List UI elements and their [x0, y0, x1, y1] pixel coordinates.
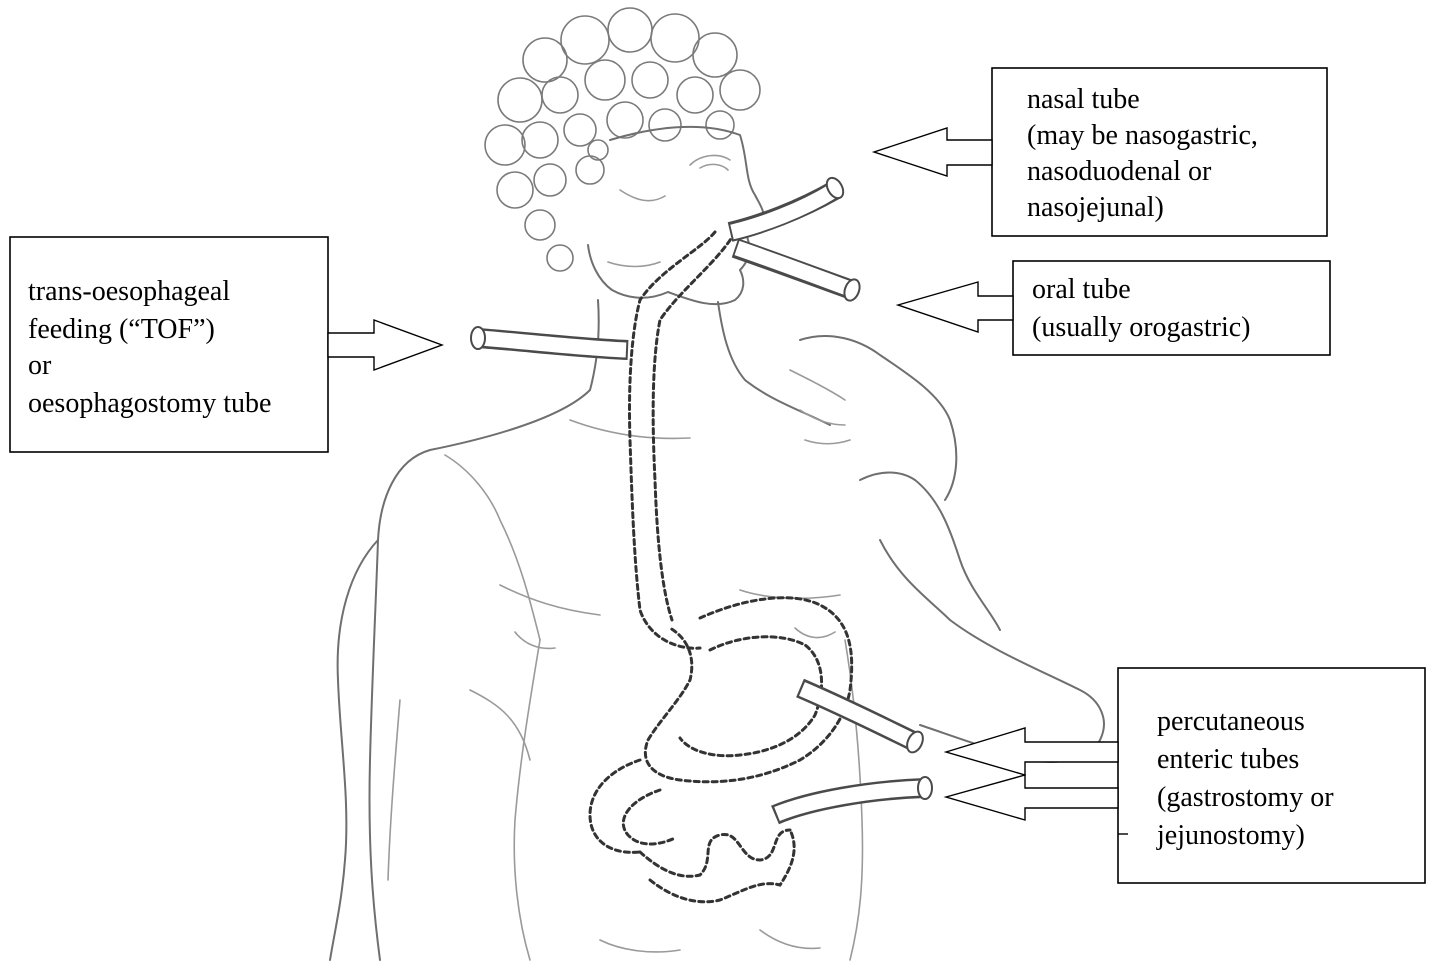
oral-label-line-1: oral tube	[1032, 274, 1131, 305]
percutaneous-label-line-2: enteric tubes	[1157, 744, 1299, 775]
percutaneous-callout: percutaneous enteric tubes (gastrostomy …	[946, 668, 1425, 883]
oral-tube-callout: oral tube (usually orogastric)	[898, 261, 1330, 355]
nasal-tube-callout: nasal tube (may be nasogastric, nasoduod…	[874, 68, 1327, 236]
nasal-label-line-1: nasal tube	[1027, 84, 1140, 115]
tof-label-line-3: or	[28, 350, 52, 381]
nasal-label-line-3: nasoduodenal or	[1027, 156, 1212, 187]
tof-label-line-2: feeding (“TOF”)	[28, 314, 215, 345]
nasal-tube-arrow	[874, 128, 992, 176]
tof-arrow	[328, 320, 442, 370]
oral-label-line-2: (usually orogastric)	[1032, 312, 1251, 343]
percutaneous-label-line-4: jejunostomy)	[1156, 820, 1305, 851]
percutaneous-label-line-1: percutaneous	[1157, 706, 1305, 737]
oral-tube-arrow	[898, 282, 1013, 332]
tof-label-line-1: trans-oesophageal	[28, 276, 230, 307]
nasal-label-line-2: (may be nasogastric,	[1027, 120, 1258, 151]
tof-callout: trans-oesophageal feeding (“TOF”) or oes…	[10, 237, 442, 452]
tof-label-line-4: oesophagostomy tube	[28, 388, 271, 419]
hair	[485, 8, 760, 271]
percutaneous-label-line-3: (gastrostomy or	[1157, 782, 1334, 813]
tubes	[471, 175, 932, 815]
nasal-label-line-4: nasojejunal)	[1027, 192, 1164, 223]
gastrostomy-arrow	[946, 728, 1118, 775]
jejunostomy-arrow	[946, 775, 1118, 820]
